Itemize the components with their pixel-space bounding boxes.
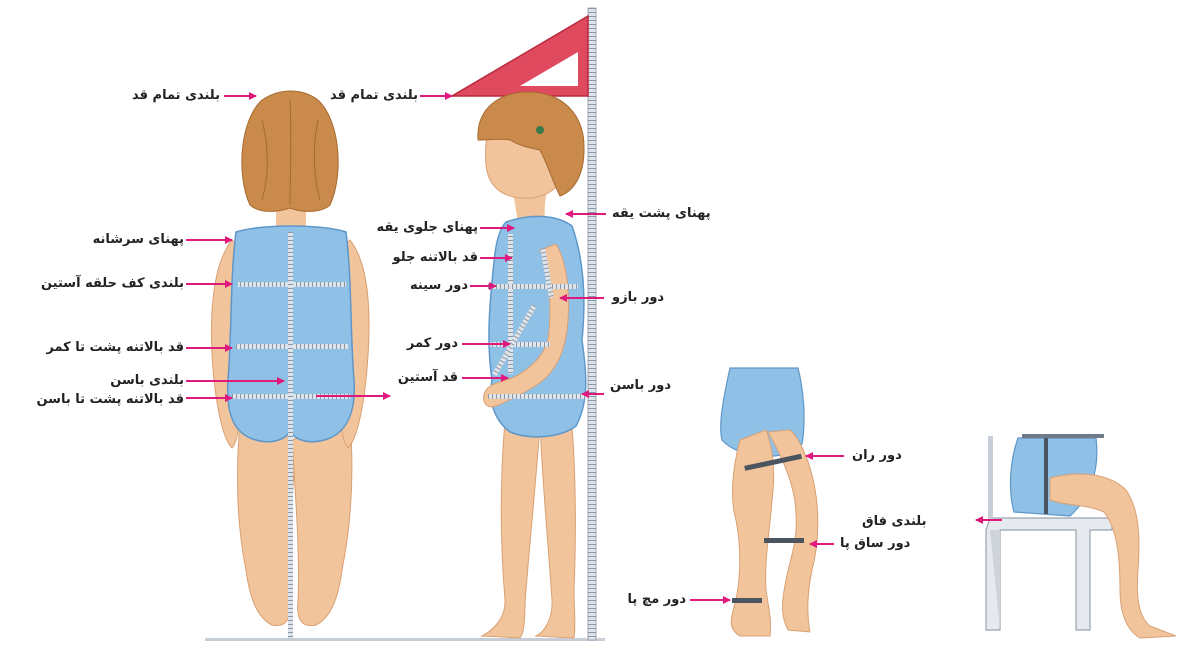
label-hip-girth: دور باسن	[610, 378, 671, 394]
label-back-full-height: بلندی تمام قد	[132, 88, 220, 104]
label-chest-girth: دور سینه	[410, 278, 468, 294]
label-back-hip-length: قد بالاتنه پشت تا باسن	[36, 392, 184, 408]
label-armhole-depth: بلندی کف حلقه آستین	[41, 276, 184, 292]
label-front-bodice-length: قد بالاتنه جلو	[393, 250, 478, 266]
floor-line	[205, 638, 605, 641]
label-thigh-girth: دور ران	[852, 448, 902, 464]
back-view-child	[211, 91, 369, 640]
label-side-full-height: بلندی تمام قد	[330, 88, 418, 104]
leg-detail-illustration	[721, 368, 818, 636]
seated-detail-illustration	[986, 434, 1176, 638]
label-shoulder-width: پهنای سرشانه	[93, 232, 184, 248]
label-back-waist-length: قد بالاتنه پشت تا کمر	[46, 340, 184, 356]
label-calf-girth: دور ساق پا	[840, 536, 910, 552]
side-view-child	[452, 8, 596, 640]
label-hip-height: بلندی باسن	[110, 373, 184, 389]
label-ankle-girth: دور مچ پا	[628, 592, 686, 608]
label-sleeve-length: قد آستین	[398, 370, 458, 386]
label-upper-arm-girth: دور بازو	[612, 290, 664, 306]
label-front-neck-width: پهنای جلوی یقه	[377, 220, 478, 236]
label-crotch-height: بلندی فاق	[862, 514, 926, 530]
label-back-neck-width: پهنای پشت یقه	[612, 206, 711, 222]
label-waist-girth: دور کمر	[407, 336, 458, 352]
